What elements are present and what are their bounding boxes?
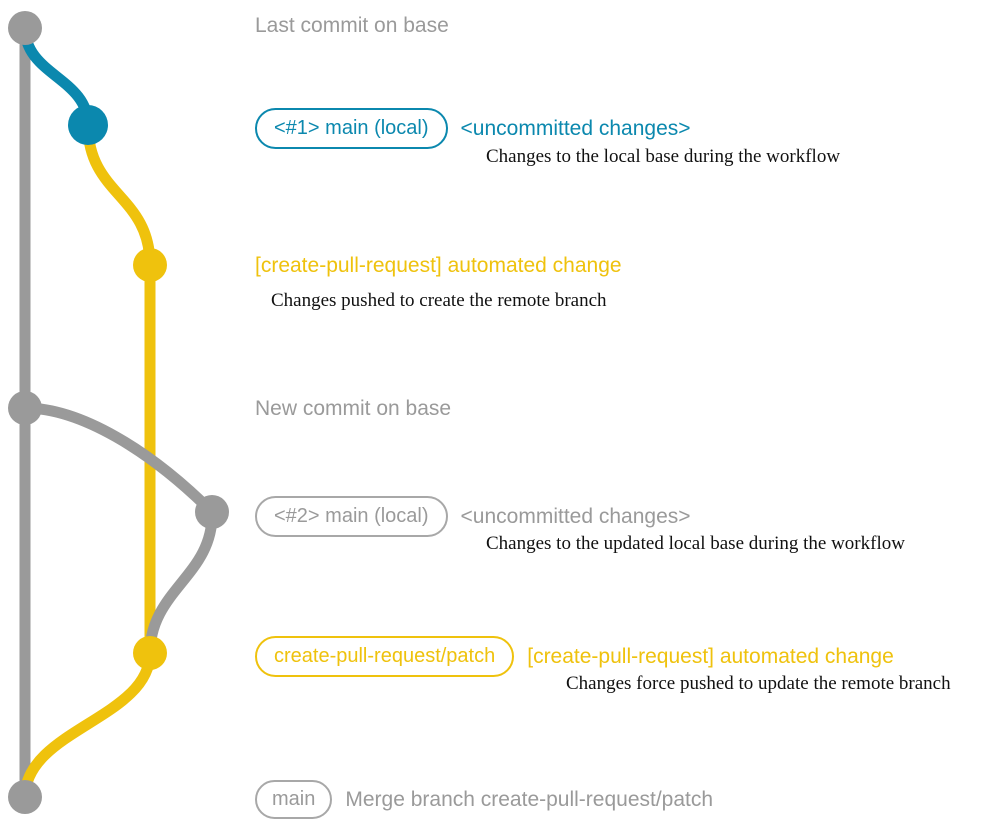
commit-headline-merge-commit: Merge branch create-pull-request/patch	[345, 788, 714, 811]
node-local-uncommitted-1[interactable]	[68, 105, 108, 145]
commit-headline-last-commit-on-base: Last commit on base	[255, 14, 449, 37]
branch-badge-create-pull-request-patch[interactable]: create-pull-request/patch	[255, 636, 515, 677]
commit-row-last-commit-on-base: Last commit on base	[255, 13, 449, 38]
edge-patch-merge	[19, 647, 156, 803]
node-new-commit-on-base[interactable]	[8, 391, 42, 425]
commit-row-merge-commit: main Merge branch create-pull-request/pa…	[255, 780, 713, 819]
edge-base2-merge	[144, 506, 218, 659]
branch-badge-main-local-1[interactable]: <#1> main (local)	[255, 108, 448, 149]
node-automated-change-force[interactable]	[133, 636, 167, 670]
commit-row-local-uncommitted-1: <#1> main (local) <uncommitted changes>	[255, 108, 691, 149]
commit-description-local-uncommitted-2: Changes to the updated local base during…	[486, 533, 905, 554]
commit-nodes	[8, 11, 229, 814]
commit-description-automated-change-create: Changes pushed to create the remote bran…	[271, 290, 607, 311]
commit-row-local-uncommitted-2: <#2> main (local) <uncommitted changes>	[255, 496, 691, 537]
node-automated-change-create[interactable]	[133, 248, 167, 282]
branch-badge-main-local-2[interactable]: <#2> main (local)	[255, 496, 448, 537]
commit-headline-local-uncommitted-2: <uncommitted changes>	[460, 505, 691, 528]
commit-row-new-commit-on-base: New commit on base	[255, 396, 451, 421]
branch-badge-main[interactable]: main	[255, 780, 333, 819]
edge-base2-branch	[19, 402, 218, 518]
commit-description-automated-change-force: Changes force pushed to update the remot…	[566, 673, 951, 694]
commit-row-automated-change-force: create-pull-request/patch [create-pull-r…	[255, 636, 894, 677]
commit-headline-automated-change-force: [create-pull-request] automated change	[527, 645, 894, 668]
commit-headline-new-commit-on-base: New commit on base	[255, 397, 452, 420]
node-local-uncommitted-2[interactable]	[195, 495, 229, 529]
commit-description-local-uncommitted-1: Changes to the local base during the wor…	[486, 146, 841, 167]
node-last-commit-on-base[interactable]	[8, 11, 42, 45]
commit-row-automated-change-create: [create-pull-request] automated change	[255, 253, 622, 278]
commit-headline-local-uncommitted-1: <uncommitted changes>	[460, 117, 691, 140]
edge-patch-create	[82, 119, 156, 271]
node-merge-commit[interactable]	[8, 780, 42, 814]
commit-headline-automated-change-create: [create-pull-request] automated change	[255, 254, 622, 277]
